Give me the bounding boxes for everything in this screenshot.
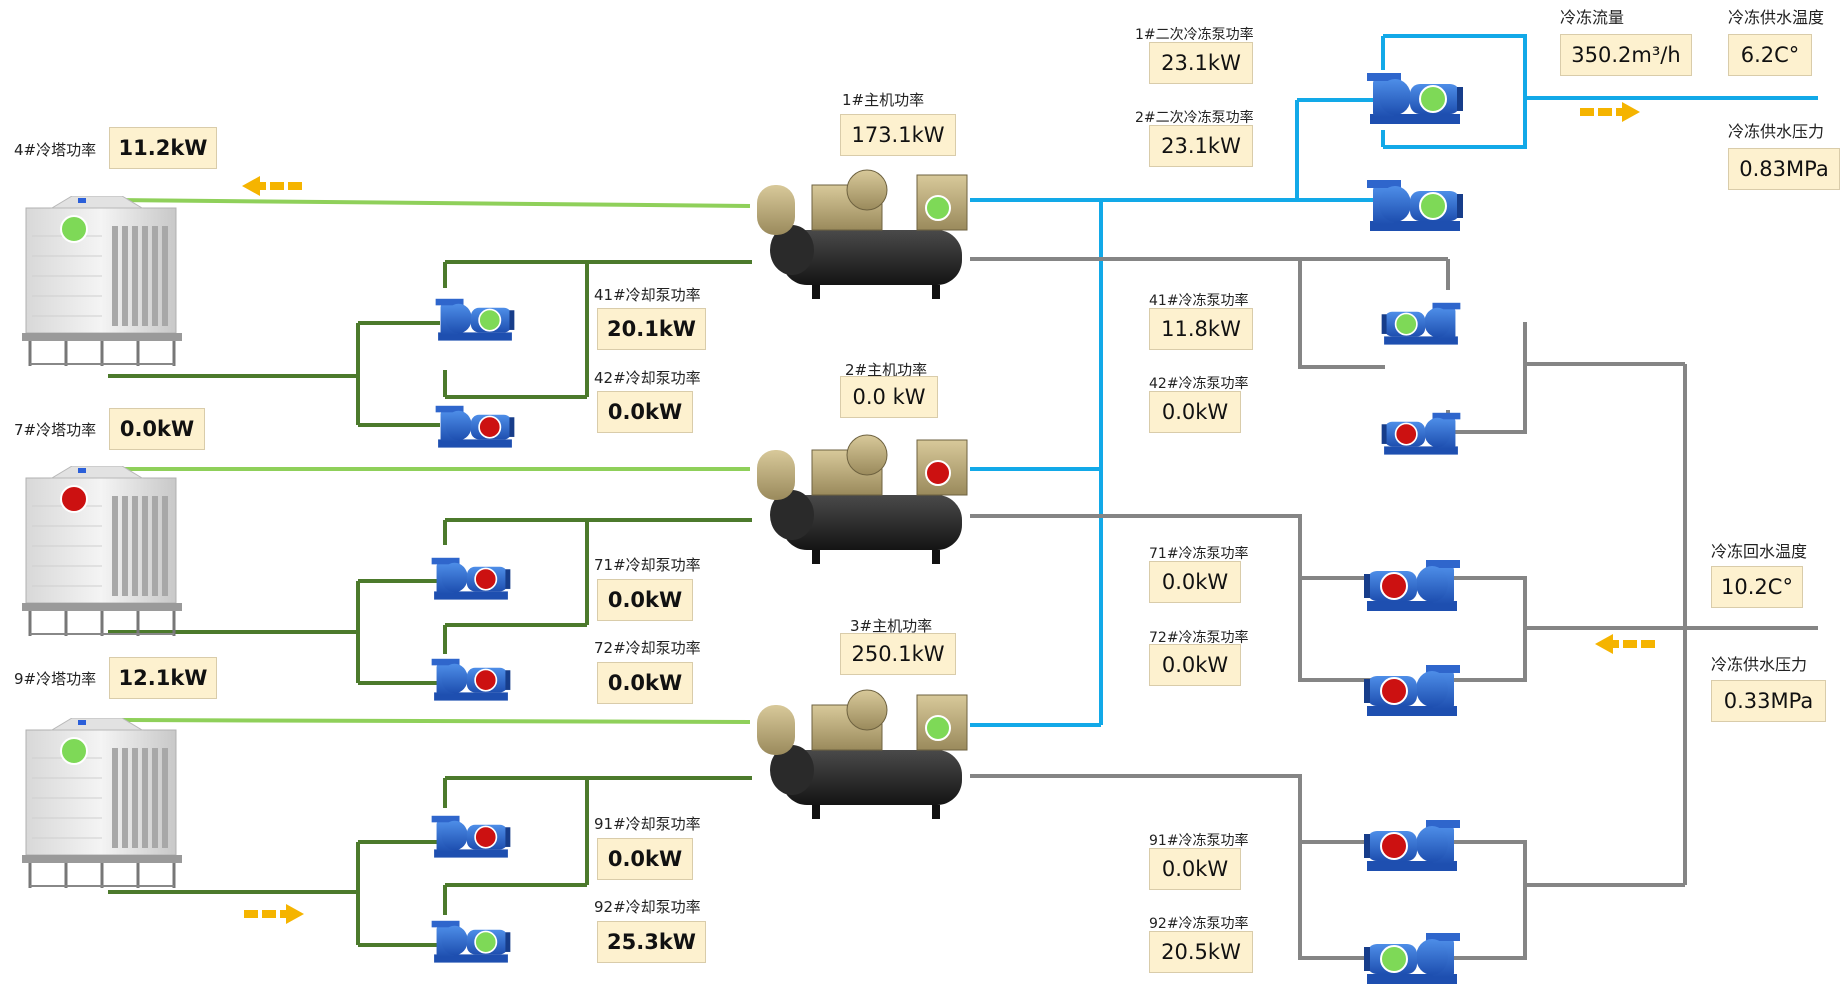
cooling-cold-pipes <box>108 260 752 947</box>
tower-9-power: 12.1kW <box>109 657 217 699</box>
status-indicator-icon <box>1394 422 1418 446</box>
status-indicator-icon <box>1380 832 1408 860</box>
return-pressure-value: 0.33MPa <box>1711 680 1826 722</box>
chiller-2-power: 0.0 kW <box>840 376 938 418</box>
cooling-pump-91[interactable] <box>430 803 512 863</box>
cooling-pump-72-power: 0.0kW <box>597 662 693 704</box>
status-indicator-icon <box>925 195 951 221</box>
cooling-pump-72[interactable] <box>430 646 512 706</box>
chilled-pump-91-power: 0.0kW <box>1149 848 1241 890</box>
status-indicator-icon <box>1419 85 1447 113</box>
status-indicator-icon <box>60 485 88 513</box>
secondary-pump-1-label: 1#二次冷冻泵功率 <box>1135 27 1254 43</box>
chilled-pump-92-power: 20.5kW <box>1149 931 1253 973</box>
chilled-pump-71-power: 0.0kW <box>1149 561 1241 603</box>
chilled-flow-value: 350.2m³/h <box>1560 34 1692 76</box>
status-indicator-icon <box>1380 572 1408 600</box>
tower-7-label: 7#冷塔功率 <box>14 421 97 439</box>
chilled-supply-pipes <box>970 34 1818 727</box>
chiller-1[interactable] <box>752 160 972 300</box>
chilled-pump-72-label: 72#冷冻泵功率 <box>1149 630 1249 646</box>
status-indicator-icon <box>474 668 498 692</box>
chilled-pump-71-label: 71#冷冻泵功率 <box>1149 546 1249 562</box>
chilled-pump-72-power: 0.0kW <box>1149 644 1241 686</box>
cooling-pump-41-label: 41#冷却泵功率 <box>594 286 701 304</box>
chilled-pump-42[interactable] <box>1380 400 1462 460</box>
cooling-pump-71[interactable] <box>430 545 512 605</box>
status-indicator-icon <box>478 415 502 439</box>
cooling-pump-42[interactable] <box>434 393 516 453</box>
cooling-tower-4[interactable] <box>22 196 182 381</box>
status-indicator-icon <box>60 737 88 765</box>
cooling-pump-42-label: 42#冷却泵功率 <box>594 369 701 387</box>
secondary-pump-1-power: 23.1kW <box>1149 42 1253 84</box>
status-indicator-icon <box>478 308 502 332</box>
flow-arrow-right-icon <box>1580 102 1640 122</box>
supply-pressure-value: 0.83MPa <box>1728 148 1840 190</box>
chilled-pump-41-power: 11.8kW <box>1149 308 1253 350</box>
chilled-pump-71[interactable] <box>1362 545 1462 617</box>
cooling-pump-41[interactable] <box>434 286 516 346</box>
chilled-pump-91[interactable] <box>1362 805 1462 877</box>
secondary-pump-1[interactable] <box>1365 58 1465 130</box>
status-indicator-icon <box>1380 677 1408 705</box>
chilled-pump-42-power: 0.0kW <box>1149 391 1241 433</box>
supply-temp-label: 冷冻供水温度 <box>1728 8 1825 27</box>
chilled-pump-92-label: 92#冷冻泵功率 <box>1149 916 1249 932</box>
cooling-pump-41-power: 20.1kW <box>597 308 706 350</box>
tower-9-label: 9#冷塔功率 <box>14 670 97 688</box>
chilled-pump-41-label: 41#冷冻泵功率 <box>1149 293 1249 309</box>
status-indicator-icon <box>1394 312 1418 336</box>
secondary-pump-2[interactable] <box>1365 165 1465 237</box>
chilled-pump-91-label: 91#冷冻泵功率 <box>1149 833 1249 849</box>
cooling-tower-7[interactable] <box>22 466 182 651</box>
chilled-flow-label: 冷冻流量 <box>1560 8 1625 27</box>
chilled-pump-72[interactable] <box>1362 650 1462 722</box>
tower-4-label: 4#冷塔功率 <box>14 141 97 159</box>
return-pressure-label: 冷冻供水压力 <box>1711 655 1808 674</box>
cooling-pump-92-power: 25.3kW <box>597 921 706 963</box>
secondary-pump-2-power: 23.1kW <box>1149 125 1253 167</box>
cooling-tower-9[interactable] <box>22 718 182 903</box>
status-indicator-icon <box>1419 192 1447 220</box>
flow-arrow-right-icon <box>244 904 304 924</box>
cooling-hot-pipes <box>107 198 751 724</box>
cooling-pump-72-label: 72#冷却泵功率 <box>594 639 701 657</box>
flow-arrow-left-icon <box>1595 634 1655 654</box>
secondary-pump-2-label: 2#二次冷冻泵功率 <box>1135 110 1254 126</box>
status-indicator-icon <box>925 460 951 486</box>
chiller-2[interactable] <box>752 425 972 565</box>
status-indicator-icon <box>474 930 498 954</box>
tower-7-power: 0.0kW <box>109 408 205 450</box>
chiller-1-power: 173.1kW <box>840 114 956 156</box>
chilled-pump-92[interactable] <box>1362 918 1462 990</box>
chiller-1-label: 1#主机功率 <box>842 91 925 109</box>
tower-4-power: 11.2kW <box>109 127 217 169</box>
chilled-pump-42-label: 42#冷冻泵功率 <box>1149 376 1249 392</box>
chilled-pump-41[interactable] <box>1380 290 1462 350</box>
chiller-3-power: 250.1kW <box>840 633 956 675</box>
cooling-pump-91-power: 0.0kW <box>597 838 693 880</box>
supply-pressure-label: 冷冻供水压力 <box>1728 122 1825 141</box>
cooling-pump-42-power: 0.0kW <box>597 391 693 433</box>
status-indicator-icon <box>925 715 951 741</box>
cooling-pump-92-label: 92#冷却泵功率 <box>594 898 701 916</box>
cooling-pump-71-power: 0.0kW <box>597 579 693 621</box>
return-temp-value: 10.2C° <box>1711 566 1803 608</box>
return-temp-label: 冷冻回水温度 <box>1711 542 1808 561</box>
status-indicator-icon <box>1380 945 1408 973</box>
cooling-pump-91-label: 91#冷却泵功率 <box>594 815 701 833</box>
chiller-3[interactable] <box>752 680 972 820</box>
flow-arrow-left-icon <box>242 176 302 196</box>
status-indicator-icon <box>474 825 498 849</box>
chiller-3-label: 3#主机功率 <box>850 617 933 635</box>
chiller-2-label: 2#主机功率 <box>845 361 928 379</box>
chilled-return-pipes <box>970 257 1818 960</box>
cooling-pump-71-label: 71#冷却泵功率 <box>594 556 701 574</box>
cooling-pump-92[interactable] <box>430 908 512 968</box>
status-indicator-icon <box>60 215 88 243</box>
status-indicator-icon <box>474 567 498 591</box>
supply-temp-value: 6.2C° <box>1728 34 1812 76</box>
